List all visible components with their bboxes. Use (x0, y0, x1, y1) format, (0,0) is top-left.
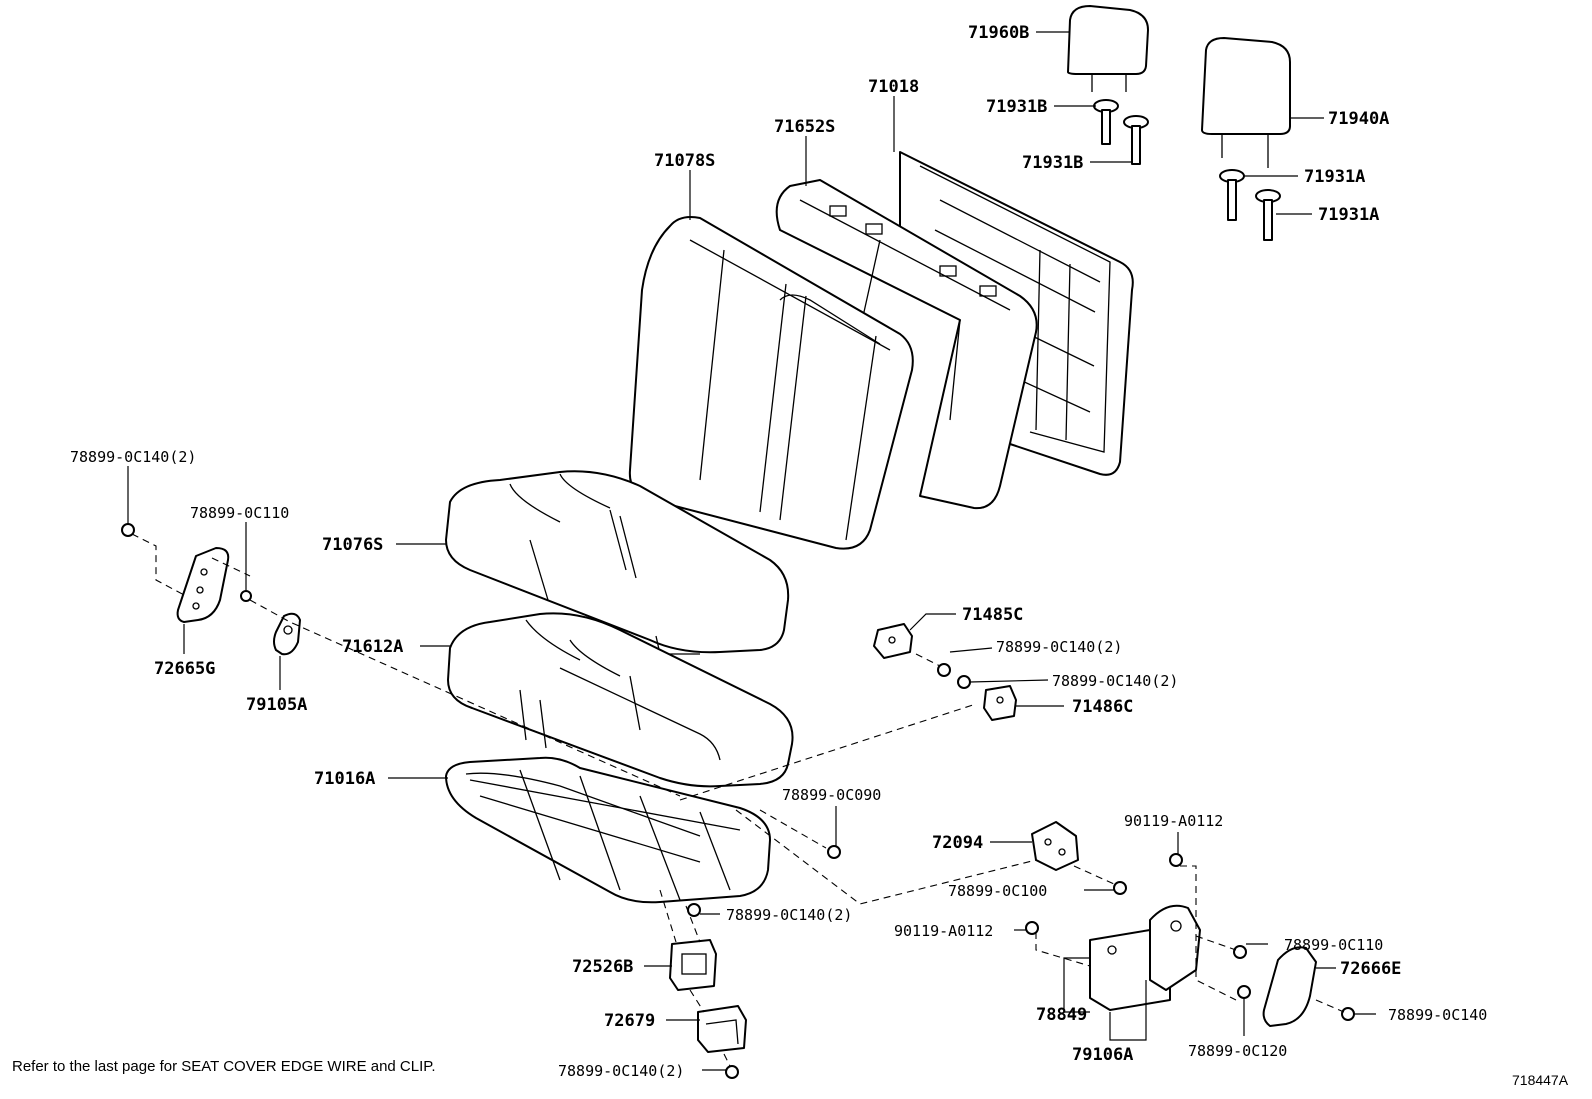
diagram-id: 718447A (1512, 1072, 1569, 1088)
label-71016A: 71016A (314, 769, 375, 789)
label-90119-A0112-b: 90119-A0112 (894, 922, 993, 940)
label-71931A-upper: 71931A (1304, 167, 1365, 187)
headrest-71960B (1067, 5, 1149, 92)
cover-72679 (697, 1005, 747, 1053)
label-71078S: 71078S (654, 151, 715, 171)
seat-cushion-cover-71076S (445, 470, 790, 655)
headrest-support-pins (1093, 99, 1281, 241)
footer-note: Refer to the last page for SEAT COVER ED… (12, 1058, 436, 1075)
label-72666E: 72666E (1340, 959, 1401, 979)
label-90119-A0112-a: 90119-A0112 (1124, 812, 1223, 830)
leader-lines (127, 31, 1376, 1071)
label-71960B: 71960B (968, 23, 1029, 43)
belt-buckle-72526B (669, 939, 717, 991)
label-71931B-upper: 71931B (986, 97, 1047, 117)
hinge-assembly-78849 (1089, 904, 1201, 1011)
label-78899-0C110-right: 78899-0C110 (1284, 936, 1383, 954)
label-78899-0C140-2-a: 78899-0C140(2) (996, 638, 1122, 656)
label-78899-0C140-2-d: 78899-0C140(2) (558, 1062, 684, 1080)
seatback-cover-71078S (628, 216, 914, 550)
bracket-71485C (873, 623, 913, 659)
label-78899-0C140-right: 78899-0C140 (1388, 1006, 1487, 1024)
side-cover-72665G (176, 547, 230, 623)
label-71931B-lower: 71931B (1022, 153, 1083, 173)
seatback-pad-71652S (775, 179, 1038, 510)
label-71485C: 71485C (962, 605, 1023, 625)
part-labels: 71960B 71931B 71931B 71940A 71931A 71931… (70, 23, 1487, 1080)
label-78899-0C140-2-b: 78899-0C140(2) (1052, 672, 1178, 690)
label-71931A-lower: 71931A (1318, 205, 1379, 225)
label-78899-0C140-2-c: 78899-0C140(2) (726, 906, 852, 924)
label-71652S: 71652S (774, 117, 835, 137)
label-79105A: 79105A (246, 695, 307, 715)
label-72665G: 72665G (154, 659, 215, 679)
label-72526B: 72526B (572, 957, 633, 977)
label-71018: 71018 (868, 77, 919, 97)
label-72679: 72679 (604, 1011, 655, 1031)
headrest-71940A (1201, 37, 1291, 168)
side-cover-72666E (1262, 946, 1317, 1027)
label-78899-0C120: 78899-0C120 (1188, 1042, 1287, 1060)
label-71076S: 71076S (322, 535, 383, 555)
bracket-72094 (1031, 821, 1079, 871)
label-71612A: 71612A (342, 637, 403, 657)
label-78849: 78849 (1036, 1005, 1087, 1025)
label-78899-0C100: 78899-0C100 (948, 882, 1047, 900)
label-79106A: 79106A (1072, 1045, 1133, 1065)
label-71486C: 71486C (1072, 697, 1133, 717)
assembly-dash-lines (131, 533, 1345, 1067)
label-71940A: 71940A (1328, 109, 1389, 129)
seat-frame-71016A (445, 756, 771, 904)
label-72094: 72094 (932, 833, 983, 853)
bolts (121, 523, 1355, 1079)
label-78899-0C090: 78899-0C090 (782, 786, 881, 804)
label-78899-0C110-left: 78899-0C110 (190, 504, 289, 522)
bracket-71486C (983, 685, 1017, 721)
seatback-frame-71018 (899, 151, 1134, 476)
label-78899-0C140-2-top: 78899-0C140(2) (70, 448, 196, 466)
